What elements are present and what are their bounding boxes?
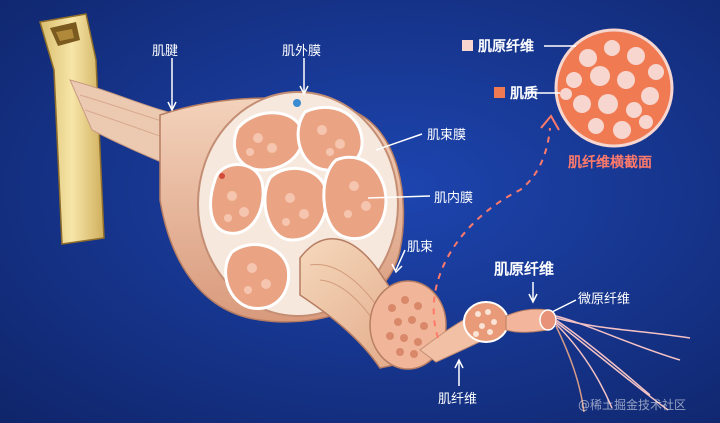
label-fascicle: 肌束 (407, 240, 434, 255)
label-perimysium: 肌束膜 (427, 128, 467, 143)
microfibrils (555, 315, 691, 413)
fiber-cross-section-inset (554, 28, 674, 148)
zoom-path-dashed (432, 127, 551, 339)
label-microfibril: 微原纤维 (578, 292, 631, 307)
legend-label-myofibril: 肌原纤维 (478, 39, 534, 55)
legend-label-sarcoplasm: 肌质 (510, 86, 538, 102)
label-epimysium: 肌外膜 (282, 44, 322, 59)
label-muscle-fiber: 肌纤维 (438, 392, 478, 407)
muscle-fiber (419, 301, 509, 363)
myofibril (505, 308, 557, 333)
leader-lines (167, 45, 577, 386)
label-endomysium: 肌内膜 (434, 191, 474, 206)
legend-swatch-myofibril (462, 40, 473, 51)
zoom-path-arrowhead (540, 114, 560, 131)
watermark: @稀土掘金技术社区 (578, 398, 687, 412)
legend-swatch-sarcoplasm (494, 87, 505, 98)
label-myofibril: 肌原纤维 (494, 260, 555, 278)
label-tendon: 肌腱 (152, 44, 179, 59)
inset-caption: 肌纤维横截面 (568, 155, 652, 171)
bone (39, 13, 105, 245)
